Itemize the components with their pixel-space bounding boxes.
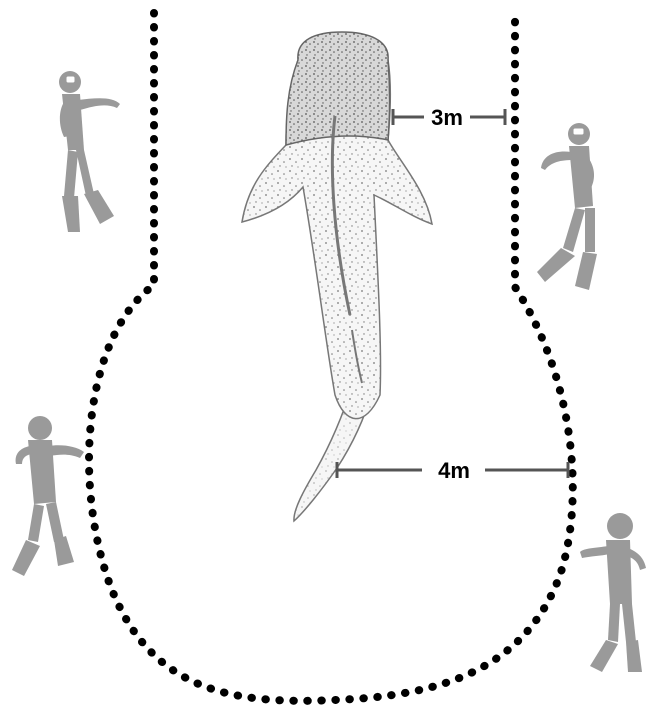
measurement-4m: 4m [337,458,568,483]
diver-icon [59,71,120,232]
distance-label-4m: 4m [438,458,470,483]
diver-icon [12,416,84,576]
whale-shark-icon [242,32,432,521]
distance-label-3m: 3m [431,105,463,130]
measurement-3m: 3m [393,105,505,130]
diver-icon [580,513,646,672]
diver-icon [537,123,597,290]
